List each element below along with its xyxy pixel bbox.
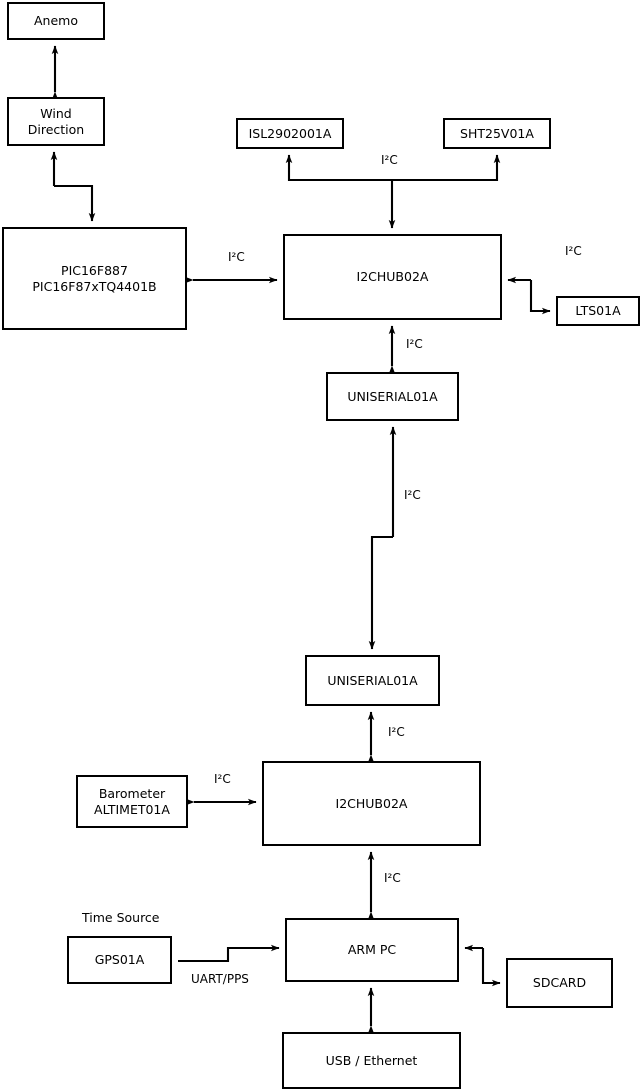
node-arm-pc-label: ARM PC [347,942,397,958]
node-isl2902001a[interactable]: ISL2902001A [236,118,344,149]
node-sdcard-label: SDCARD [532,975,587,991]
connector-armpc-sd-out [481,948,501,987]
node-uniserial01a-bottom[interactable]: UNISERIAL01A [305,655,440,706]
connector-hub-lts-out [529,280,551,315]
wire-label-uart-pps: UART/PPS [191,972,249,986]
node-lts01a-label: LTS01A [575,303,621,319]
node-wind-direction[interactable]: Wind Direction [7,97,105,146]
time-source-label: Time Source [82,910,160,925]
node-i2chub02a-bottom[interactable]: I2CHUB02A [262,761,481,846]
node-usb-ethernet[interactable]: USB / Ethernet [282,1032,461,1089]
node-wind-direction-label: Wind Direction [27,105,85,137]
node-gps01a-label: GPS01A [94,952,145,968]
connector-branch-sht [392,154,501,182]
wire-label-i2c-hub-lts: I²C [565,244,582,258]
connector-wind-pic-elbow [54,184,96,222]
node-lts01a[interactable]: LTS01A [556,296,640,326]
wire-label-i2c-hub-sensors: I²C [381,153,398,167]
node-i2chub02a-bottom-label: I2CHUB02A [335,795,408,811]
node-sht25v01a[interactable]: SHT25V01A [443,118,551,149]
node-i2chub02a-top[interactable]: I2CHUB02A [283,234,502,320]
wire-label-i2c-uniserial-link: I²C [404,488,421,502]
wire-label-i2c-hub-uniserial: I²C [406,337,423,351]
connector-uniserial-down [368,535,393,650]
node-pic-mcu-label: PIC16F887 PIC16F87xTQ4401B [32,262,157,294]
node-uniserial01a-top-label: UNISERIAL01A [347,388,438,404]
node-pic-mcu[interactable]: PIC16F887 PIC16F87xTQ4401B [2,227,187,330]
node-sht25v01a-label: SHT25V01A [460,125,534,141]
node-sdcard[interactable]: SDCARD [506,958,613,1008]
node-barometer[interactable]: Barometer ALTIMET01A [76,775,188,828]
node-barometer-label: Barometer ALTIMET01A [94,785,170,817]
node-isl2902001a-label: ISL2902001A [248,125,332,141]
node-uniserial01a-bottom-label: UNISERIAL01A [327,672,418,688]
connector-gps-armpc [178,944,280,963]
node-anemo-label: Anemo [34,13,78,29]
node-usb-ethernet-label: USB / Ethernet [325,1052,418,1068]
wire-label-i2c-pic-hub: I²C [228,250,245,264]
wire-label-i2c-baro-hub: I²C [214,772,231,786]
node-anemo[interactable]: Anemo [7,2,105,40]
node-gps01a[interactable]: GPS01A [67,936,172,984]
node-i2chub02a-top-label: I2CHUB02A [356,269,429,285]
node-arm-pc[interactable]: ARM PC [285,918,459,982]
node-uniserial01a-top[interactable]: UNISERIAL01A [326,372,459,421]
wire-label-i2c-hub-armpc: I²C [384,871,401,885]
connector-branch-isl [285,154,392,182]
wire-label-i2c-uniserial-hub: I²C [388,725,405,739]
